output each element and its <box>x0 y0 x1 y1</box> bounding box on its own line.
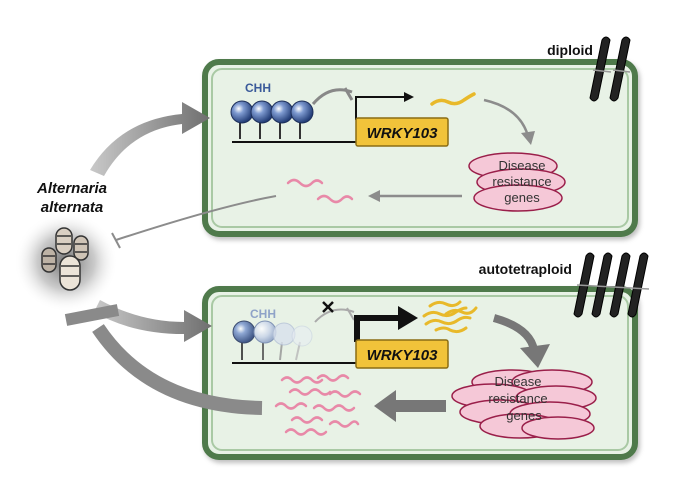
bottom-promoter-arrow <box>354 315 400 342</box>
top-defense-proteins <box>286 178 354 204</box>
top-gene-label: WRKY103 <box>367 125 439 142</box>
infection-arrow-to-autotetraploid <box>94 300 212 342</box>
bottom-gene-label: WRKY103 <box>367 347 439 364</box>
top-methylation-marks <box>230 100 314 139</box>
bottom-chromosome-icon <box>573 252 650 318</box>
bottom-defense-proteins <box>274 374 362 436</box>
infection-arrow-to-diploid <box>90 102 210 176</box>
bottom-mrna <box>422 300 478 334</box>
bottom-panel: autotetraploid CHH WRKY103 <box>202 252 650 460</box>
pathogen-name-line2: alternata <box>41 199 104 216</box>
bottom-genes-label-line2: resistance <box>488 391 547 406</box>
bottom-resistance-genes <box>451 369 597 440</box>
top-gene-box <box>355 117 449 147</box>
bottom-ploidy-label: autotetraploid <box>479 261 572 277</box>
top-genes-label-line3: genes <box>504 190 540 205</box>
top-arrow-mrna-to-genes <box>483 98 530 137</box>
top-resistance-genes <box>468 152 566 212</box>
autotetraploid-inhibition-line <box>92 324 263 415</box>
diploid-inhibition-line <box>115 195 277 241</box>
top-chromosome-icon <box>589 36 631 102</box>
bottom-chh-label: CHH <box>250 307 276 321</box>
bottom-block-x-icon <box>322 301 334 313</box>
top-genes-label-line2: resistance <box>492 174 551 189</box>
pathogen-spores-icon <box>14 212 118 312</box>
bottom-genes-label-line1: Disease <box>495 374 542 389</box>
top-ploidy-label: diploid <box>547 42 593 58</box>
bottom-genes-label-line3: genes <box>506 408 542 423</box>
pathogen-name-line1: Alternaria <box>36 180 107 197</box>
bottom-gene-box <box>355 339 449 369</box>
top-genes-label-line1: Disease <box>499 158 546 173</box>
top-chh-label: CHH <box>245 81 271 95</box>
bottom-methylation-marks <box>232 320 313 361</box>
top-panel: diploid CHH WRKY103 <box>202 36 638 237</box>
top-mrna <box>430 92 476 106</box>
top-promoter-arrow <box>355 96 404 120</box>
